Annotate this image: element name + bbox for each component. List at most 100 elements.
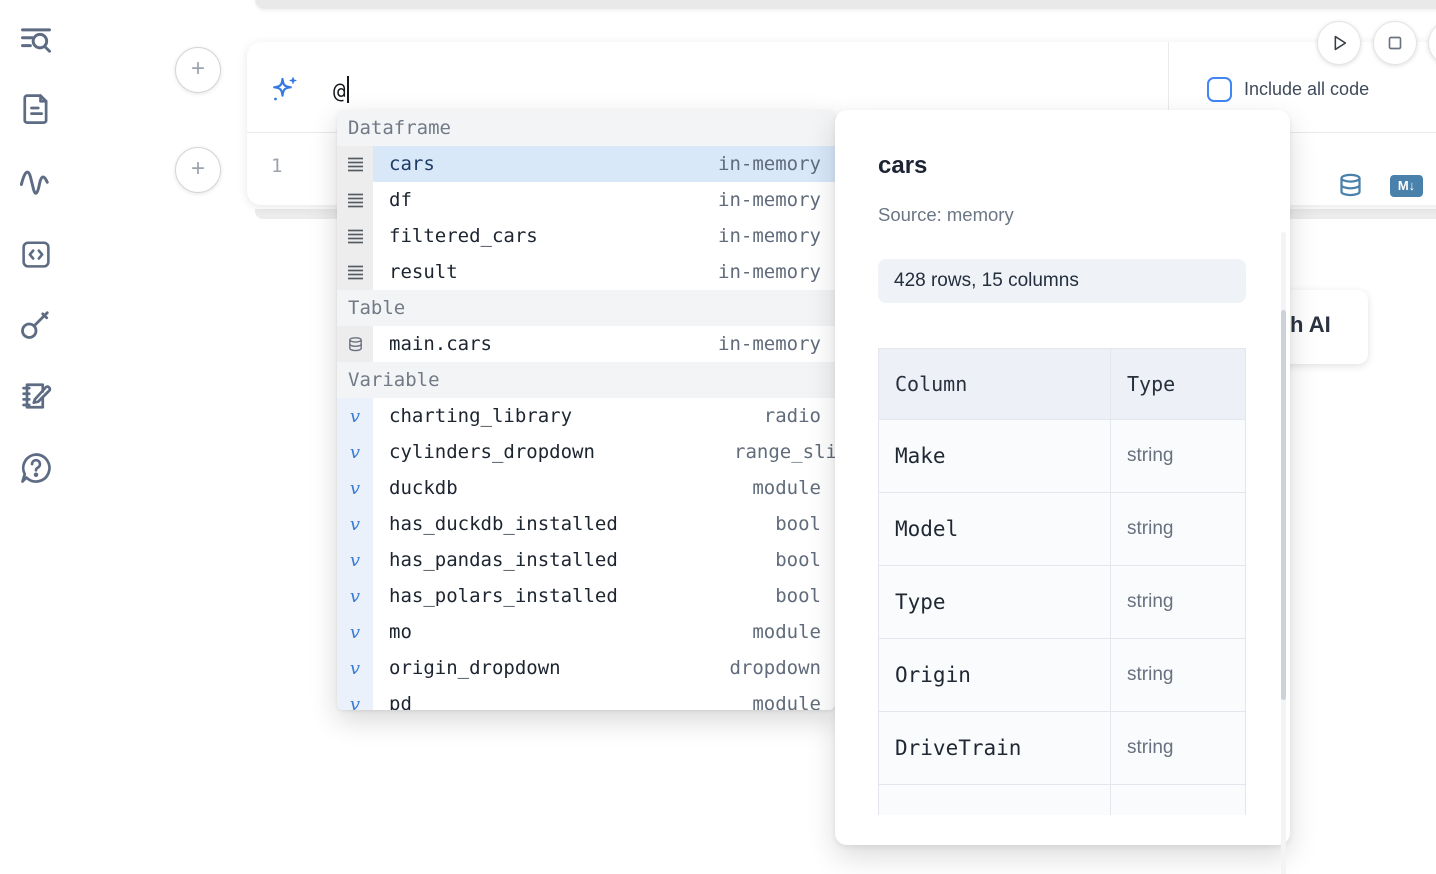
add-cell-button[interactable]: + [175,147,221,193]
autocomplete-item-has-pandas-installed[interactable]: v has_pandas_installed bool [337,542,835,578]
variable-icon: v [337,470,373,506]
dataframe-icon [337,182,373,218]
item-name: mo [389,621,412,643]
dataframe-icon [337,146,373,182]
toc-search-icon[interactable] [18,22,54,58]
autocomplete-item-result[interactable]: result in-memory [337,254,835,290]
schema-table: Column Type Make string Model string Typ… [878,348,1246,815]
autocomplete-item-has-polars-installed[interactable]: v has_polars_installed bool [337,578,835,614]
item-type: in-memory [718,225,821,247]
include-all-code-row: Include all code [1207,77,1369,102]
item-type: bool [775,585,821,607]
item-type: radio [763,405,821,427]
variable-icon: v [337,686,373,710]
column-name: Make [878,419,1111,493]
column-type: string [1110,638,1246,712]
schema-row: Model string [878,492,1246,566]
autocomplete-item-duckdb[interactable]: v duckdb module [337,470,835,506]
autocomplete-item-charting-library[interactable]: v charting_library radio [337,398,835,434]
help-chat-icon[interactable] [18,450,54,486]
stop-icon [1388,36,1402,50]
item-name: pd [389,693,412,710]
document-icon[interactable] [18,90,54,126]
scratchpad-icon[interactable] [18,378,54,414]
database-icon[interactable] [1337,172,1364,199]
include-all-code-label: Include all code [1244,79,1370,99]
include-all-code-checkbox[interactable] [1207,77,1232,102]
autocomplete-item-main-cars[interactable]: main.cars in-memory [337,326,835,362]
schema-row: Type string [878,565,1246,639]
type-header: Type [1110,348,1246,420]
item-name: duckdb [389,477,458,499]
column-type: string [1110,565,1246,639]
item-type: module [752,693,821,710]
autocomplete-item-cars[interactable]: cars in-memory [337,146,835,182]
variable-icon: v [337,434,373,470]
autocomplete-item-origin-dropdown[interactable]: v origin_dropdown dropdown [337,650,835,686]
item-type: in-memory [718,153,821,175]
dataframe-preview-panel: cars Source: memory 428 rows, 15 columns… [835,110,1290,874]
activity-icon[interactable] [18,162,54,198]
item-name: result [389,261,458,283]
item-name: cylinders_dropdown [389,441,595,463]
preview-title: cars [878,152,928,179]
item-name: df [389,189,412,211]
item-type: module [752,621,821,643]
ai-prompt-input[interactable]: @ [333,76,349,103]
item-type: range_slider [734,441,835,463]
item-type: dropdown [729,657,821,679]
item-name: filtered_cars [389,225,538,247]
autocomplete-item-pd[interactable]: v pd module [337,686,835,710]
item-name: origin_dropdown [389,657,561,679]
item-type: bool [775,549,821,571]
scrollbar-thumb[interactable] [1281,310,1286,700]
preview-shape-badge: 428 rows, 15 columns [878,259,1246,303]
autocomplete-item-df[interactable]: df in-memory [337,182,835,218]
card-divider [1168,42,1169,132]
column-type: string [1110,711,1246,785]
column-type: string [1110,492,1246,566]
item-type: bool [775,513,821,535]
column-name: Model [878,492,1111,566]
schema-row-clipped [878,784,1246,815]
run-button[interactable] [1317,21,1361,65]
key-icon[interactable] [18,306,54,342]
variable-icon: v [337,398,373,434]
previous-cell-edge [255,0,1436,9]
autocomplete-section-header: Dataframe [337,110,835,146]
markdown-export-icon[interactable]: M↓ [1390,174,1423,197]
item-type: in-memory [718,333,821,355]
variable-icon: v [337,506,373,542]
line-number: 1 [271,155,283,177]
autocomplete-dropdown: Dataframe cars in-memory df in-memory fi… [337,110,835,710]
text-cursor [346,76,349,103]
stop-button[interactable] [1373,21,1417,65]
panel-scrollbar[interactable] [1281,232,1286,874]
schema-row: Make string [878,419,1246,493]
variable-icon: v [337,650,373,686]
variable-icon: v [337,542,373,578]
prompt-value: @ [333,79,346,103]
item-name: has_polars_installed [389,585,618,607]
item-name: charting_library [389,405,573,427]
cell-actions: M↓ [1337,172,1423,199]
autocomplete-item-mo[interactable]: v mo module [337,614,835,650]
item-name: main.cars [389,333,492,355]
autocomplete-item-filtered-cars[interactable]: filtered_cars in-memory [337,218,835,254]
schema-header-row: Column Type [878,348,1246,420]
play-icon [1334,35,1347,51]
item-type: in-memory [718,261,821,283]
column-type: string [1110,419,1246,493]
column-name: Type [878,565,1111,639]
preview-source: Source: memory [878,204,1014,225]
autocomplete-item-cylinders-dropdown[interactable]: v cylinders_dropdown range_slider [337,434,835,470]
autocomplete-item-has-duckdb-installed[interactable]: v has_duckdb_installed bool [337,506,835,542]
dataframe-icon [337,254,373,290]
ai-button-label: h AI [1290,312,1331,337]
column-header: Column [878,348,1111,420]
add-cell-button[interactable]: + [175,47,221,93]
code-block-icon[interactable] [18,236,54,272]
schema-row: DriveTrain string [878,711,1246,785]
item-name: has_duckdb_installed [389,513,618,535]
